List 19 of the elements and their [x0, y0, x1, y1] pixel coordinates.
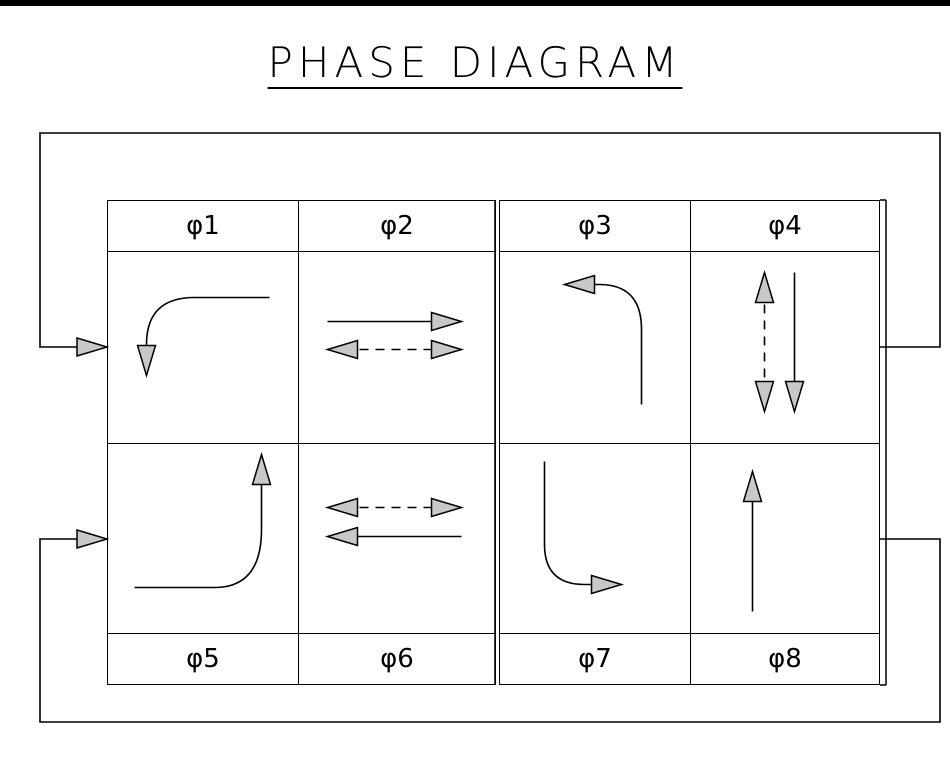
diagram-title: PHASE DIAGRAM [268, 38, 682, 87]
ring-connector [39, 132, 941, 357]
phase-label: φ5 [108, 633, 298, 684]
phase-cell [298, 200, 496, 444]
phase-cell [690, 200, 880, 444]
phase-label: φ8 [691, 633, 879, 684]
phase-cell [107, 200, 299, 444]
phase-label: φ1 [108, 201, 298, 252]
phase-label: φ6 [299, 633, 495, 684]
phase-cell [499, 443, 691, 685]
phase-label: φ7 [500, 633, 690, 684]
ring-connector [39, 529, 941, 723]
phase-label: φ3 [500, 201, 690, 252]
phase-cell [690, 443, 880, 685]
phase-cell [298, 443, 496, 685]
phase-label: φ2 [299, 201, 495, 252]
phase-cell [499, 200, 691, 444]
phase-label: φ4 [691, 201, 879, 252]
phase-cell [107, 443, 299, 685]
